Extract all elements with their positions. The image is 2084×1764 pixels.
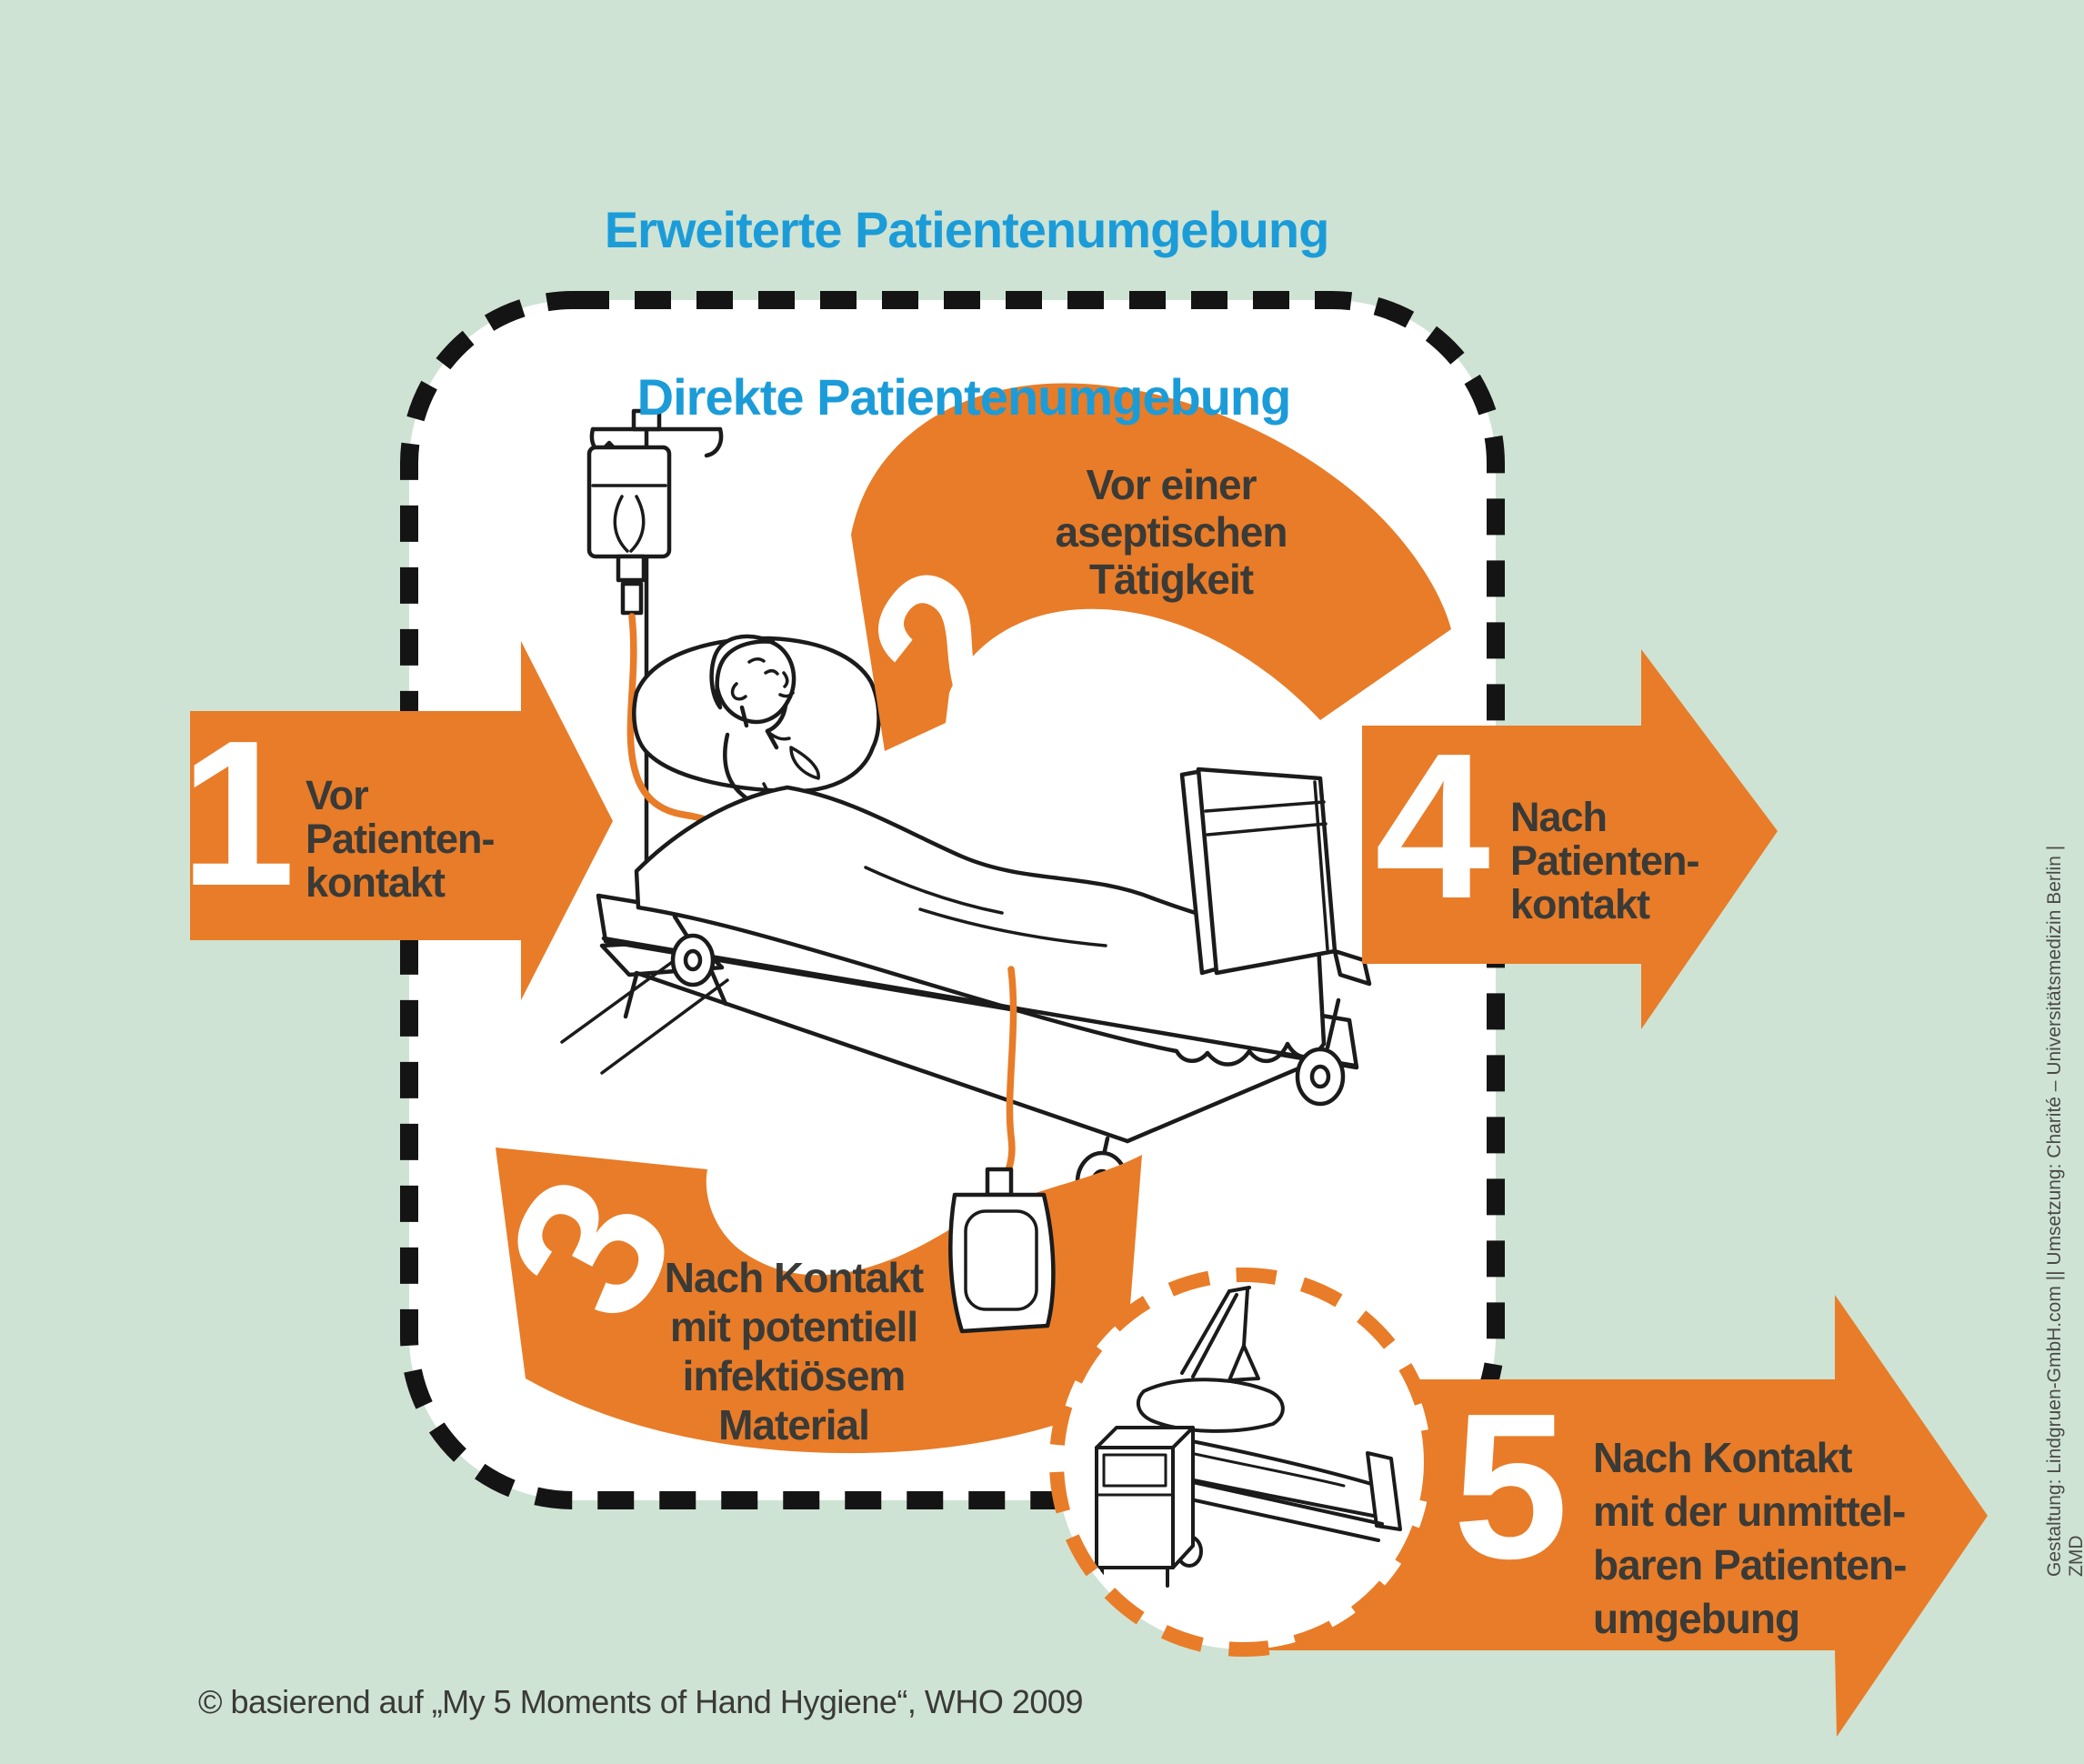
outer-environment-title: Erweiterte Patientenumgebung <box>604 201 1330 258</box>
moment4-number: 4 <box>1375 711 1490 942</box>
moment2-arrow <box>851 383 1451 751</box>
moment4-label: Nach Patienten- kontakt <box>1510 794 1700 927</box>
nightstand-icon <box>1095 1426 1195 1588</box>
moment1-arrow <box>190 641 613 1000</box>
design-credit: Gestaltung: Lindgruen-GmbH.com || Umsetz… <box>2044 845 2084 1577</box>
moment1-label: Vor Patienten- kontakt <box>306 772 496 906</box>
moment1-number: 1 <box>180 698 296 929</box>
moment5-arrow <box>1253 1295 1988 1737</box>
moment5-label: Nach Kontakt mit der unmittel- baren Pat… <box>1593 1434 1907 1642</box>
moment3-label: Nach Kontakt mit potentiell infektiösem … <box>664 1254 924 1448</box>
moment2-label: Vor einer aseptischen Tätigkeit <box>1055 461 1288 603</box>
footboard <box>1179 767 1372 987</box>
iv-bag-icon <box>586 440 672 616</box>
surroundings-illustration <box>1095 1286 1402 1588</box>
moment4-arrow <box>1362 649 1778 1029</box>
source-attribution: © basierend auf „My 5 Moments of Hand Hy… <box>198 1683 1083 1720</box>
moment5-number: 5 <box>1453 1371 1568 1602</box>
drainage-bag-icon <box>948 1167 1056 1334</box>
inner-environment-title: Direkte Patientenumgebung <box>636 368 1292 426</box>
patient-bed-illustration <box>560 408 1372 1214</box>
patient-head <box>709 634 797 750</box>
